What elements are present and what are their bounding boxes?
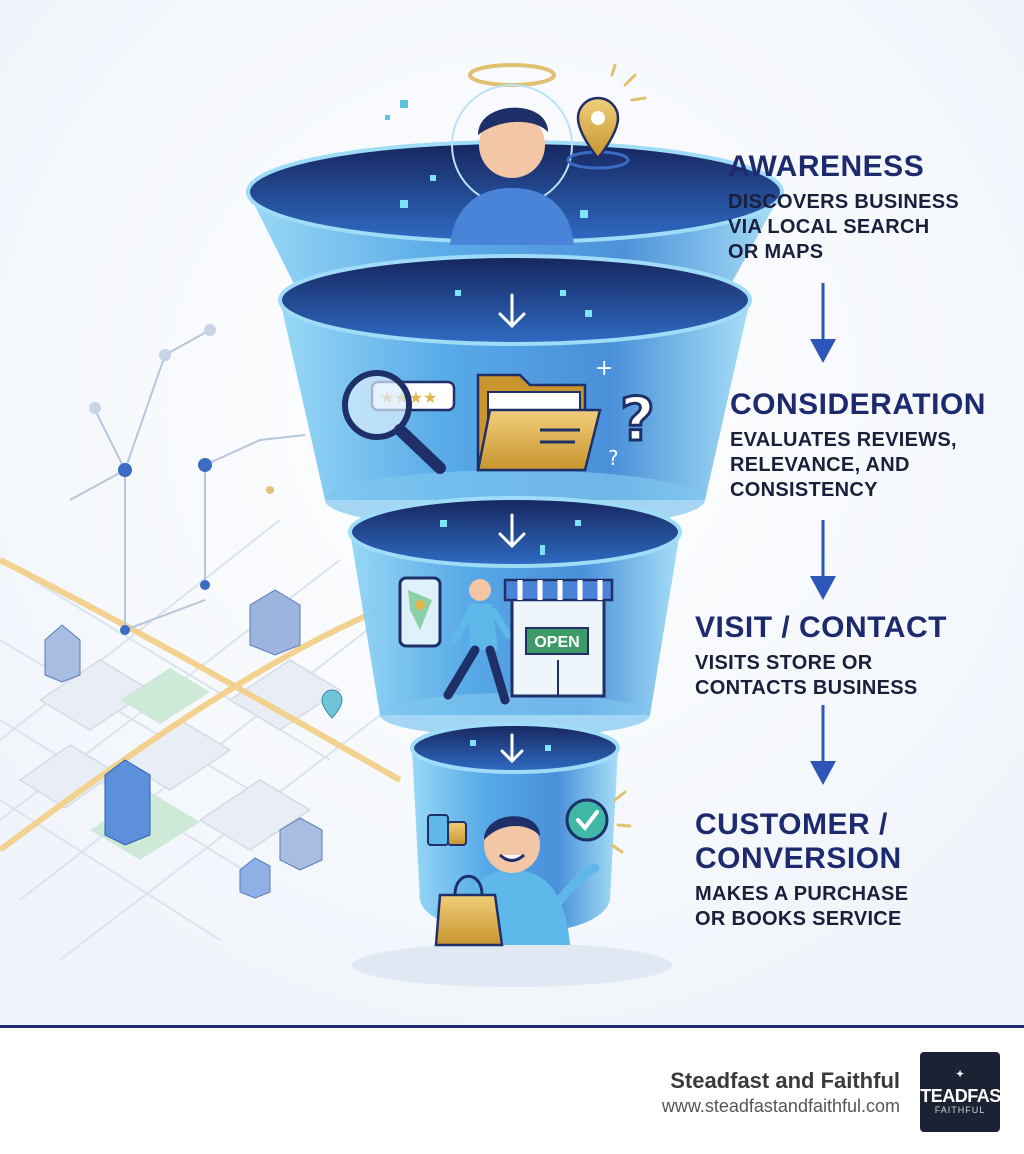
map-blocks: [18, 659, 342, 851]
network-nodes: [89, 324, 274, 635]
data-particles: [385, 100, 592, 751]
question-mark-icon: ? ? +: [595, 356, 656, 470]
step-down-arrow-icon: [810, 520, 836, 600]
stage-description: DISCOVERS BUSINESS VIA LOCAL SEARCH OR M…: [728, 191, 960, 263]
shopping-bag-icon: [434, 874, 504, 947]
stage-title: VISIT / CONTACT: [695, 611, 947, 644]
building-icon: [44, 589, 323, 899]
svg-text:?: ?: [608, 446, 619, 470]
map-road-2: [0, 607, 382, 853]
step-down-arrow-icon: [810, 283, 836, 363]
logo-wordmark: STEADFAST: [908, 1086, 1012, 1106]
logo-star-icon: ✦: [954, 1067, 966, 1081]
stage-title: CONSIDERATION: [730, 388, 986, 421]
stage-conversion: CUSTOMER / CONVERSION MAKES A PURCHASE O…: [695, 808, 908, 932]
stage-title: CUSTOMER / CONVERSION: [695, 808, 902, 875]
map-road: [0, 557, 402, 783]
stage-description: EVALUATES REVIEWS, RELEVANCE, AND CONSIS…: [730, 429, 957, 501]
magnifier-reviews-icon: ★★★★: [342, 370, 456, 474]
stage-consideration: CONSIDERATION EVALUATES REVIEWS, RELEVAN…: [730, 388, 986, 503]
funnel-down-arrow-icon: [498, 293, 526, 764]
stage-description: MAKES A PURCHASE OR BOOKS SERVICE: [695, 883, 909, 930]
check-badge-icon: [565, 790, 632, 854]
storefront-icon: OPEN: [503, 578, 614, 698]
stage-awareness: AWARENESS DISCOVERS BUSINESS VIA LOCAL S…: [728, 150, 959, 265]
logo-subtitle: FAITHFUL: [934, 1105, 986, 1115]
store-sign: OPEN: [534, 634, 579, 651]
step-down-arrow-icon: [810, 705, 836, 785]
person-with-halo-icon: [450, 63, 574, 245]
funnel-illustration: ★★★★ ? ? +: [0, 0, 1024, 1025]
folder-icon: [476, 373, 602, 472]
svg-text:+: +: [595, 356, 613, 381]
stage-description: VISITS STORE OR CONTACTS BUSINESS: [695, 652, 918, 699]
funnel-shadow: [352, 943, 672, 987]
brand-logo: ✦ STEADFAST FAITHFUL: [909, 1052, 1012, 1132]
walking-person-icon: [443, 579, 512, 705]
brand-name: Steadfast and Faithful: [670, 1068, 900, 1093]
brand-url[interactable]: www.steadfastandfaithful.com: [661, 1096, 900, 1116]
phone-map-icon: [398, 576, 442, 648]
stage-visit-contact: VISIT / CONTACT VISITS STORE OR CONTACTS…: [695, 611, 947, 701]
product-bottles-icon: [427, 814, 467, 846]
map-pin-small-icon: [321, 689, 343, 719]
svg-text:?: ?: [620, 385, 655, 455]
map-pin-icon: [566, 63, 647, 170]
stage-title: AWARENESS: [728, 150, 925, 183]
footer: Steadfast and Faithful www.steadfastandf…: [0, 1025, 1024, 1154]
